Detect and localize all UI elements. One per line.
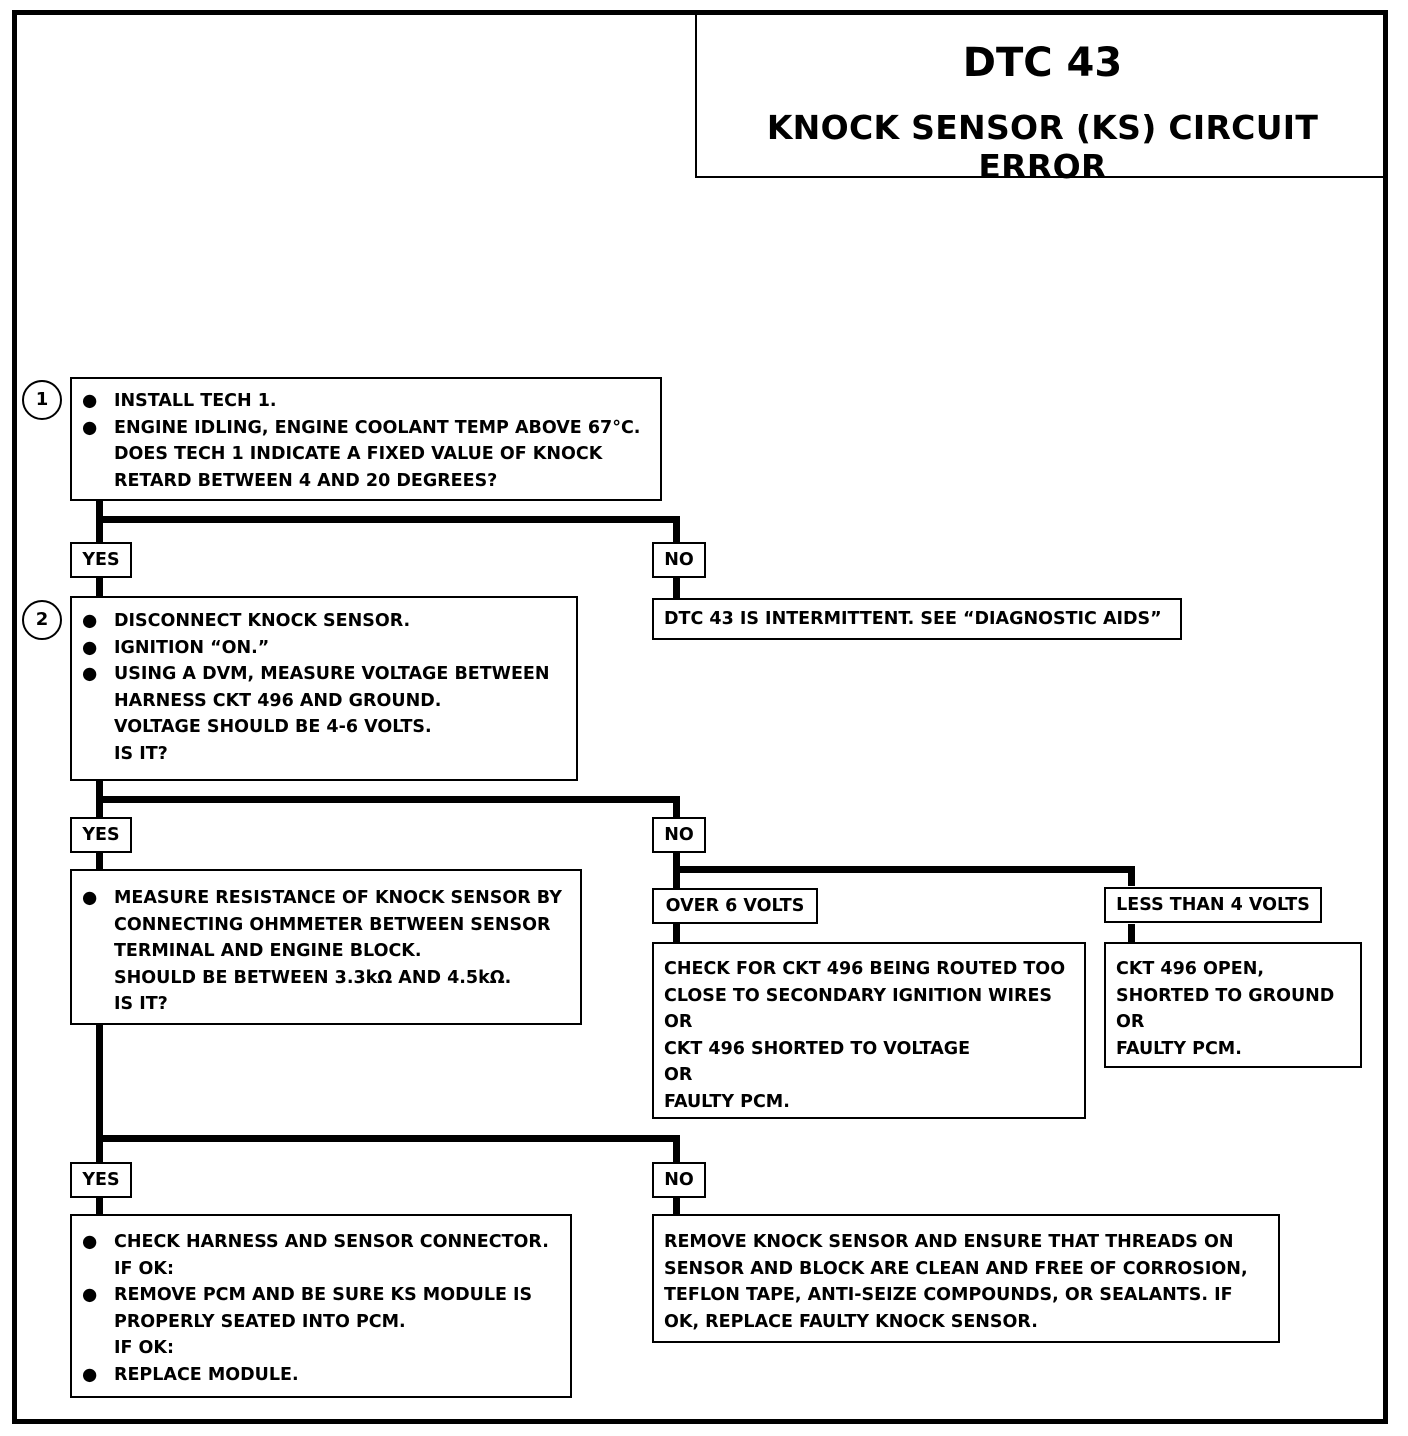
less-than-4-volts-label: LESS THAN 4 VOLTS	[1104, 887, 1322, 923]
yes-label: YES	[70, 817, 132, 853]
step-1-text: DOES TECH 1 INDICATE A FIXED VALUE OF KN…	[114, 444, 603, 464]
page-title: DTC 43	[962, 40, 1123, 86]
result-text: REMOVE PCM AND BE SURE KS MODULE IS	[114, 1285, 533, 1305]
connector-line	[96, 1024, 103, 1164]
step-1-text: INSTALL TECH 1.	[114, 391, 277, 411]
list-item: ● REMOVE PCM AND BE SURE KS MODULE IS PR…	[72, 1282, 570, 1362]
bullet-icon: ●	[82, 611, 98, 631]
connector-line	[673, 578, 680, 598]
page-subtitle: KNOCK SENSOR (KS) CIRCUIT ERROR	[766, 108, 1319, 186]
step-2-text: HARNESS CKT 496 AND GROUND.	[114, 690, 442, 711]
result-text: PROPERLY SEATED INTO PCM.	[114, 1311, 406, 1332]
connector-line	[673, 796, 680, 819]
connector-line	[96, 1135, 680, 1142]
result-text: REPLACE MODULE.	[114, 1364, 299, 1385]
connector-line	[96, 1196, 103, 1216]
step-2-box: ● DISCONNECT KNOCK SENSOR. ● IGNITION “O…	[70, 596, 578, 781]
list-item: ● REPLACE MODULE.	[72, 1362, 570, 1389]
yes-result-box: ● CHECK HARNESS AND SENSOR CONNECTOR. IF…	[70, 1214, 572, 1398]
step-2-number: 2	[22, 600, 62, 640]
result-text: OR	[664, 1012, 693, 1032]
intermittent-result-text: DTC 43 IS INTERMITTENT. SEE “DIAGNOSTIC …	[664, 609, 1162, 629]
step-3-text: MEASURE RESISTANCE OF KNOCK SENSOR BY	[114, 888, 562, 908]
over-6-volts-result-box: CHECK FOR CKT 496 BEING ROUTED TOO CLOSE…	[652, 942, 1086, 1119]
result-text: TEFLON TAPE, ANTI-SEIZE COMPOUNDS, OR SE…	[664, 1285, 1233, 1305]
step-2-text: IGNITION “ON.”	[114, 637, 270, 658]
list-item: ● DISCONNECT KNOCK SENSOR.	[72, 608, 576, 635]
result-text: OR	[664, 1065, 693, 1085]
step-2-text: IS IT?	[114, 743, 168, 764]
connector-line	[96, 578, 103, 598]
bullet-icon: ●	[82, 391, 98, 411]
bullet-icon: ●	[82, 637, 98, 658]
result-text: IF OK:	[114, 1338, 174, 1358]
connector-line	[673, 924, 680, 943]
result-text: OR	[1116, 1012, 1145, 1032]
connector-line	[673, 1135, 680, 1164]
bullet-icon: ●	[82, 888, 98, 908]
step-1-box: ● INSTALL TECH 1. ● ENGINE IDLING, ENGIN…	[70, 377, 662, 501]
result-text: SENSOR AND BLOCK ARE CLEAN AND FREE OF C…	[664, 1258, 1248, 1279]
no-label: NO	[652, 817, 706, 853]
step-2-text: USING A DVM, MEASURE VOLTAGE BETWEEN	[114, 664, 550, 684]
step-3-text: TERMINAL AND ENGINE BLOCK.	[114, 941, 422, 961]
connector-line	[96, 516, 680, 523]
step-1-text: ENGINE IDLING, ENGINE COOLANT TEMP ABOVE…	[114, 417, 641, 438]
result-text: CHECK FOR CKT 496 BEING ROUTED TOO	[664, 959, 1066, 979]
step-3-text: IS IT?	[114, 994, 168, 1014]
connector-line	[1128, 866, 1135, 886]
list-item: ● INSTALL TECH 1.	[72, 388, 660, 415]
bullet-icon: ●	[82, 1364, 98, 1385]
result-text: FAULTY PCM.	[1116, 1038, 1242, 1059]
result-text: IF OK:	[114, 1258, 174, 1279]
result-text: CHECK HARNESS AND SENSOR CONNECTOR.	[114, 1232, 549, 1252]
result-text: CKT 496 OPEN,	[1116, 959, 1265, 979]
step-1-number: 1	[22, 380, 62, 420]
result-text: REMOVE KNOCK SENSOR AND ENSURE THAT THRE…	[664, 1232, 1234, 1252]
connector-line	[673, 516, 680, 546]
list-item: ● IGNITION “ON.”	[72, 635, 576, 662]
page-frame	[12, 10, 1388, 1424]
result-text: CKT 496 SHORTED TO VOLTAGE	[664, 1038, 971, 1059]
step-2-text: VOLTAGE SHOULD BE 4-6 VOLTS.	[114, 717, 432, 737]
bullet-icon: ●	[82, 1285, 98, 1305]
step-1-text: RETARD BETWEEN 4 AND 20 DEGREES?	[114, 470, 498, 491]
list-item: ● CHECK HARNESS AND SENSOR CONNECTOR. IF…	[72, 1229, 570, 1282]
bullet-icon: ●	[82, 417, 98, 438]
connector-line	[673, 1196, 680, 1216]
bullet-icon: ●	[82, 664, 98, 684]
list-item: ● USING A DVM, MEASURE VOLTAGE BETWEEN H…	[72, 661, 576, 767]
less-than-4-volts-result-box: CKT 496 OPEN, SHORTED TO GROUND OR FAULT…	[1104, 942, 1362, 1068]
step-3-text: SHOULD BE BETWEEN 3.3kΩ AND 4.5kΩ.	[114, 967, 512, 988]
over-6-volts-label: OVER 6 VOLTS	[652, 888, 818, 924]
step-2-text: DISCONNECT KNOCK SENSOR.	[114, 611, 411, 631]
step-3-box: ● MEASURE RESISTANCE OF KNOCK SENSOR BY …	[70, 869, 582, 1025]
result-text: OK, REPLACE FAULTY KNOCK SENSOR.	[664, 1311, 1038, 1332]
yes-label: YES	[70, 542, 132, 578]
connector-line	[1128, 924, 1135, 943]
result-text: FAULTY PCM.	[664, 1091, 790, 1112]
no-label: NO	[652, 1162, 706, 1198]
no-result-box: REMOVE KNOCK SENSOR AND ENSURE THAT THRE…	[652, 1214, 1280, 1343]
list-item: ● MEASURE RESISTANCE OF KNOCK SENSOR BY …	[72, 885, 580, 1018]
list-item: ● ENGINE IDLING, ENGINE COOLANT TEMP ABO…	[72, 415, 660, 495]
connector-line	[96, 796, 680, 803]
result-text: CLOSE TO SECONDARY IGNITION WIRES	[664, 985, 1053, 1006]
yes-label: YES	[70, 1162, 132, 1198]
intermittent-result-box: DTC 43 IS INTERMITTENT. SEE “DIAGNOSTIC …	[652, 598, 1182, 640]
connector-line	[96, 853, 103, 870]
title-box: DTC 43 KNOCK SENSOR (KS) CIRCUIT ERROR	[695, 12, 1388, 186]
result-text: SHORTED TO GROUND	[1116, 985, 1335, 1006]
step-3-text: CONNECTING OHMMETER BETWEEN SENSOR	[114, 914, 551, 935]
bullet-icon: ●	[82, 1232, 98, 1252]
no-label: NO	[652, 542, 706, 578]
connector-line	[673, 866, 1135, 873]
